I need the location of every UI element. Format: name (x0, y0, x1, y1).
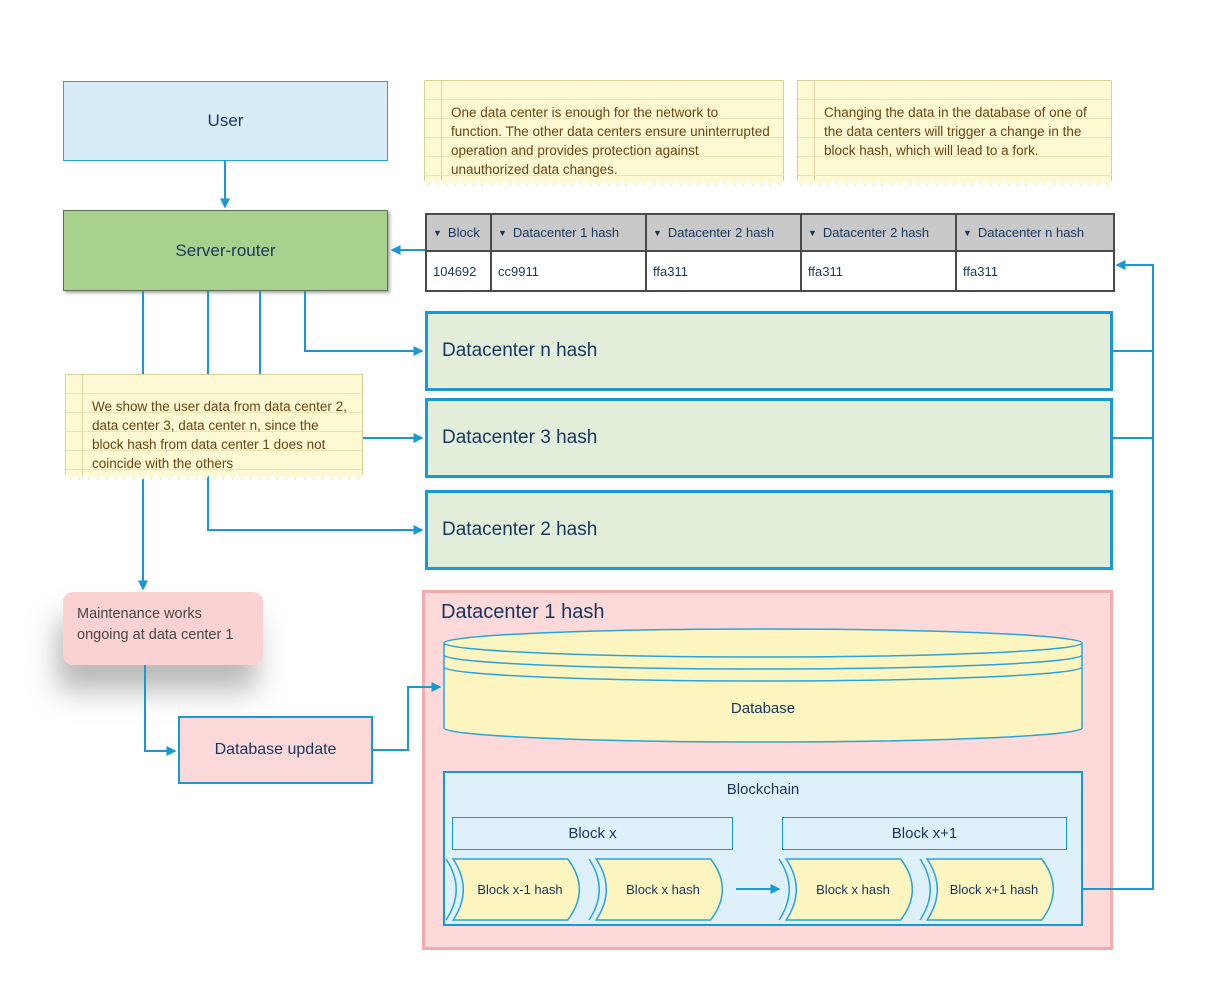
table-header-row: ▼Block ▼Datacenter 1 hash ▼Datacenter 2 … (425, 213, 1115, 252)
sort-icon: ▼ (433, 228, 442, 238)
hash-chip-shape (919, 858, 1054, 921)
hash-chip-shape (588, 858, 723, 921)
cell-dc2b-hash: ffa311 (800, 250, 957, 292)
cylinder-ring (443, 666, 1083, 682)
table-header-dc1-hash: ▼Datacenter 1 hash (490, 213, 647, 252)
hash-chip-shape (445, 858, 580, 921)
datacenter-n-hash-box: Datacenter n hash (425, 311, 1113, 391)
user-label: User (207, 111, 244, 130)
block-x1-node: Block x+1 (782, 817, 1067, 850)
note-network-redundancy: One data center is enough for the networ… (424, 80, 784, 186)
table-header-dc2-hash: ▼Datacenter 2 hash (645, 213, 802, 252)
database-update-label: Database update (214, 741, 337, 758)
datacenter-n-hash-label: Datacenter n hash (442, 340, 598, 361)
sort-icon: ▼ (498, 228, 507, 238)
sort-icon: ▼ (963, 228, 972, 238)
datacenter-3-hash-label: Datacenter 3 hash (442, 427, 598, 448)
maintenance-text: Maintenance works ongoing at data center… (77, 606, 234, 643)
database-label: Database (730, 700, 796, 717)
table-header-dc2b-hash: ▼Datacenter 2 hash (800, 213, 957, 252)
datacenter-2-hash-box: Datacenter 2 hash (425, 490, 1113, 570)
table-header-block: ▼Block (425, 213, 492, 252)
user-node: User (63, 81, 388, 161)
sort-icon: ▼ (653, 228, 662, 238)
cell-dc2-hash: ffa311 (645, 250, 802, 292)
note-fork: Changing the data in the database of one… (797, 80, 1112, 186)
connector-server-to-dcn (304, 291, 424, 356)
hash-chip-block-x-a: Block x hash (585, 858, 735, 921)
hash-chip-label: Block x+1 hash (949, 882, 1039, 897)
server-router-node: Server-router (63, 210, 388, 291)
cell-dc1-hash: cc9911 (490, 250, 647, 292)
connector-maintenance-to-dbupdate (144, 665, 177, 756)
note-show-user-data: We show the user data from data center 2… (65, 374, 363, 480)
hash-chip-shape (778, 858, 913, 921)
server-router-label: Server-router (175, 240, 276, 260)
cylinder-ring (443, 654, 1083, 670)
hash-chip-block-x-b: Block x hash (775, 858, 925, 921)
block-x-node: Block x (452, 817, 733, 850)
hash-chip-block-x1: Block x+1 hash (916, 858, 1066, 921)
block-x1-label: Block x+1 (891, 825, 958, 842)
hash-chip-label: Block x hash (816, 882, 890, 897)
note-show-user-text: We show the user data from data center 2… (92, 399, 347, 471)
cell-dcn-hash: ffa311 (955, 250, 1115, 292)
datacenter-2-hash-label: Datacenter 2 hash (442, 519, 598, 540)
hash-chip-label: Block x hash (626, 882, 700, 897)
datacenter-1-title: Datacenter 1 hash (441, 601, 605, 623)
maintenance-note: Maintenance works ongoing at data center… (63, 592, 263, 665)
database-update-node: Database update (178, 716, 373, 784)
note-fork-text: Changing the data in the database of one… (824, 105, 1087, 158)
sort-icon: ▼ (808, 228, 817, 238)
block-hash-table: ▼Block ▼Datacenter 1 hash ▼Datacenter 2 … (425, 213, 1115, 292)
note-network-text: One data center is enough for the networ… (451, 105, 770, 177)
cell-block-number: 104692 (425, 250, 492, 292)
table-header-dcn-hash: ▼Datacenter n hash (955, 213, 1115, 252)
block-x-label: Block x (568, 825, 617, 842)
datacenter-3-hash-box: Datacenter 3 hash (425, 398, 1113, 478)
hash-chip-block-x-1: Block x-1 hash (442, 858, 592, 921)
database-cylinder (443, 628, 1083, 743)
hash-chip-label: Block x-1 hash (477, 882, 563, 897)
table-data-row: 104692 cc9911 ffa311 ffa311 ffa311 (425, 250, 1115, 292)
blockchain-title: Blockchain (726, 781, 800, 798)
